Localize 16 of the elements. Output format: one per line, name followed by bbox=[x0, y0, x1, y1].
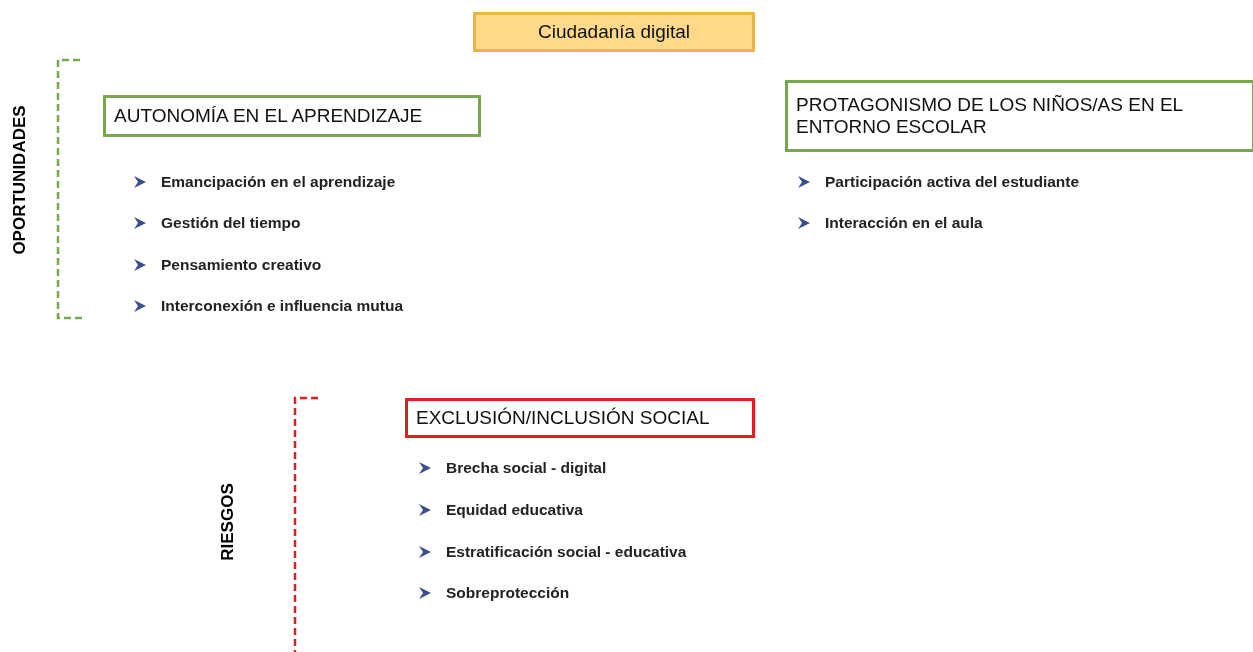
category-box: AUTONOMÍA EN EL APRENDIZAJE bbox=[103, 95, 481, 137]
title-box: Ciudadanía digital bbox=[473, 12, 755, 52]
list-item: Gestión del tiempo bbox=[161, 214, 301, 232]
category-box: EXCLUSIÓN/INCLUSIÓN SOCIAL bbox=[405, 398, 755, 438]
category-box: PROTAGONISMO DE LOS NIÑOS/AS EN EL ENTORNO ESCOLAR bbox=[785, 80, 1253, 152]
list-item: Interacción en el aula bbox=[825, 214, 983, 232]
section-label: RIESGOS bbox=[218, 483, 238, 561]
section-label: OPORTUNIDADES bbox=[10, 105, 30, 255]
list-item: Participación activa del estudiante bbox=[825, 173, 1080, 191]
list-item: Interconexión e influencia mutua bbox=[161, 297, 403, 315]
list-item: Brecha social - digital bbox=[446, 459, 607, 477]
list-item: Emancipación en el aprendizaje bbox=[161, 173, 396, 191]
list-item: Estratificación social - educativa bbox=[446, 543, 687, 561]
list-item: Equidad educativa bbox=[446, 501, 583, 519]
list-item: Sobreprotección bbox=[446, 584, 570, 602]
list-item: Pensamiento creativo bbox=[161, 256, 322, 274]
